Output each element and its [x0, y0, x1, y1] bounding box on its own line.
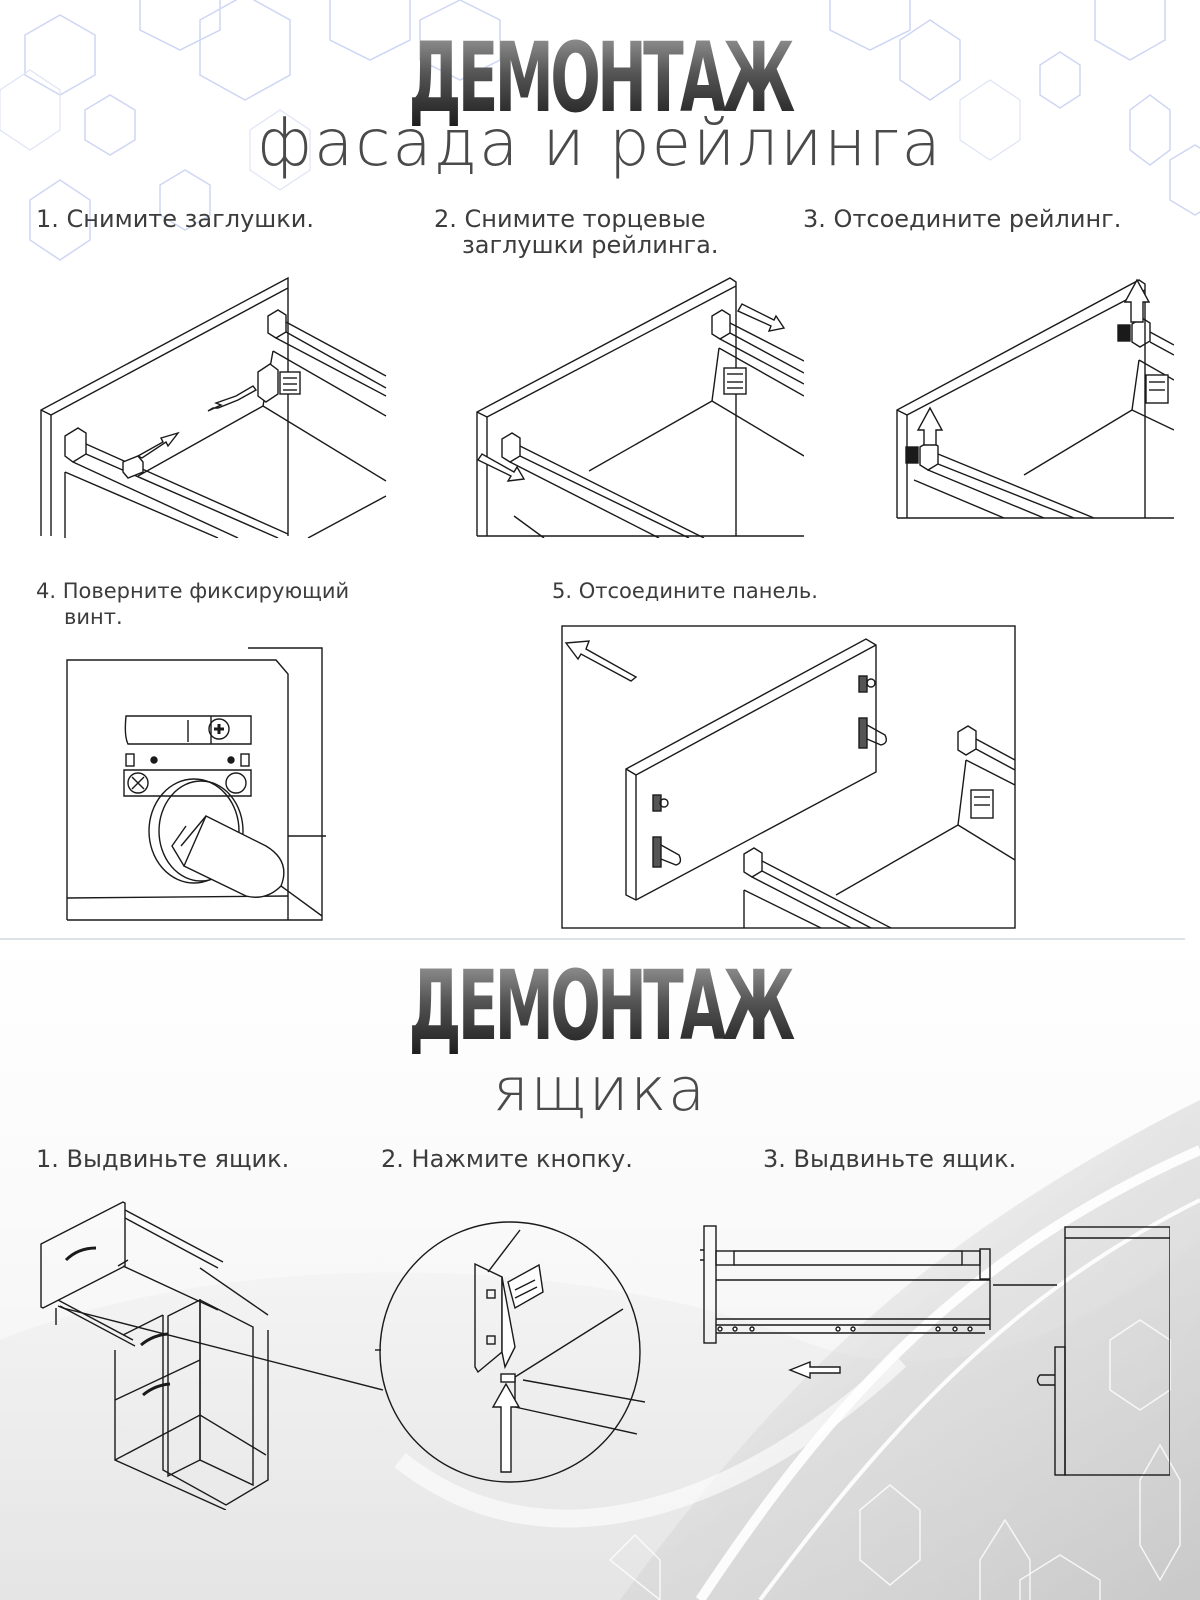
- figure-remove-drawer: [700, 1225, 1170, 1480]
- section-divider: [0, 938, 1185, 940]
- step1-4-label: 4. Поверните фиксирующий винт.: [36, 579, 350, 629]
- figure-press-button: [375, 1212, 645, 1487]
- hexagon-background: [0, 0, 1200, 261]
- step1-3-label: 3. Отсоедините рейлинг.: [803, 205, 1122, 233]
- section2-title: ДЕМОНТАЖ: [228, 958, 972, 1054]
- step2-1-label: 1. Выдвиньте ящик.: [36, 1145, 290, 1173]
- figure-remove-end-caps: [474, 276, 804, 538]
- section1-title: ДЕМОНТАЖ: [228, 30, 972, 126]
- figure-remove-caps: [38, 276, 390, 538]
- figure-detach-railing: [894, 250, 1174, 520]
- figure-rotate-screw: [66, 646, 326, 921]
- section2-subtitle: ящика: [493, 1055, 707, 1125]
- step2-2-label: 2. Нажмите кнопку.: [381, 1145, 633, 1173]
- step2-3-label: 3. Выдвиньте ящик.: [763, 1145, 1017, 1173]
- step1-5-label: 5. Отсоедините панель.: [552, 579, 818, 603]
- step1-1-label: 1. Снимите заглушки.: [36, 205, 314, 233]
- figure-detach-panel: [561, 625, 1016, 930]
- figure-pull-out-drawer: [38, 1200, 388, 1510]
- step1-2-label: 2. Снимите торцевые заглушки рейлинга.: [434, 205, 719, 259]
- section1-subtitle: фасада и рейлинга: [257, 107, 943, 181]
